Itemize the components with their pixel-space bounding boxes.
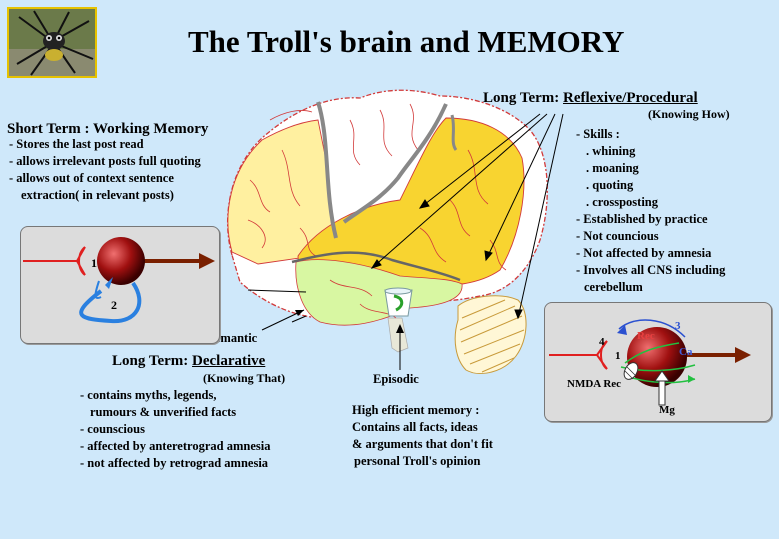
procedural-heading: Long Term: Reflexive/Procedural xyxy=(483,90,698,106)
neuron-number-3: 3 xyxy=(675,320,681,332)
cerebellum xyxy=(454,295,527,374)
neuron-number-2: 2 xyxy=(111,298,117,312)
note-line: & arguments that don't fit xyxy=(352,437,493,451)
list-item: - counscious xyxy=(80,422,145,436)
procedural-list: - Skills : . whining . moaning . quoting… xyxy=(576,126,725,296)
declarative-subheading: (Knowing That) xyxy=(203,371,286,385)
episodic-label: Episodic xyxy=(373,372,419,386)
list-item: . quoting xyxy=(586,178,634,192)
neuron-number-4: 4 xyxy=(599,336,605,348)
note-line: Contains all facts, ideas xyxy=(352,420,478,434)
list-item: - Established by practice xyxy=(576,212,708,226)
nmda-neuron-diagram: 4 1 3 Rec Ca NMDA Rec Mg xyxy=(549,319,751,416)
list-item: . crossposting xyxy=(586,195,659,209)
mg-label: Mg xyxy=(659,404,675,416)
brainstem xyxy=(387,317,409,353)
list-item: - Stores the last post read xyxy=(9,137,144,151)
nmda-rec-label: NMDA Rec xyxy=(567,378,621,390)
list-item: - Involves all CNS including xyxy=(576,263,726,277)
neuron-loop-diagram: 1 2 xyxy=(23,237,215,324)
short-term-neuron-panel: 1 2 xyxy=(20,226,220,344)
frontal-lobe xyxy=(227,119,333,265)
page-title: The Troll's brain and MEMORY xyxy=(188,24,625,59)
list-item: - Not affected by amnesia xyxy=(576,246,712,260)
list-item: - affected by anteretrograd amnesia xyxy=(80,439,271,453)
list-item: extraction( in relevant posts) xyxy=(21,188,174,202)
note-line: High efficient memory : xyxy=(352,403,480,417)
ca-label: Ca xyxy=(679,346,693,358)
declarative-heading: Long Term: Declarative xyxy=(112,353,266,369)
list-item: - Not councious xyxy=(576,229,659,243)
neuron-number-1: 1 xyxy=(91,256,97,270)
hippocampus-icon xyxy=(384,287,413,317)
lateral-sulcus xyxy=(342,103,448,224)
list-item: . moaning xyxy=(586,161,639,175)
note-line: personal Troll's opinion xyxy=(354,454,481,468)
long-term-neuron-panel: 4 1 3 Rec Ca NMDA Rec Mg xyxy=(544,302,772,422)
list-item: . whining xyxy=(586,144,636,158)
semantic-label: semantic xyxy=(210,331,258,345)
list-item: - contains myths, legends, xyxy=(80,388,217,402)
rec-label: Rec xyxy=(637,330,655,342)
declarative-list: - contains myths, legends, rumours & unv… xyxy=(80,387,270,472)
short-term-heading: Short Term : Working Memory xyxy=(7,121,209,137)
list-item: rumours & unverified facts xyxy=(90,405,237,419)
list-item: - allows out of context sentence xyxy=(9,171,174,185)
list-item: cerebellum xyxy=(584,280,643,294)
episodic-note: High efficient memory : Contains all fac… xyxy=(352,402,493,470)
list-item: - Skills : xyxy=(576,127,620,141)
central-sulcus xyxy=(316,101,338,239)
list-item: - not affected by retrograd amnesia xyxy=(80,456,269,470)
spider-icon xyxy=(9,9,95,76)
troll-avatar-image xyxy=(7,7,97,78)
neuron-number-1: 1 xyxy=(615,350,621,362)
list-item: - allows irrelevant posts full quoting xyxy=(9,154,201,168)
procedural-subheading: (Knowing How) xyxy=(648,107,730,121)
short-term-list: - Stores the last post read - allows irr… xyxy=(9,136,201,204)
